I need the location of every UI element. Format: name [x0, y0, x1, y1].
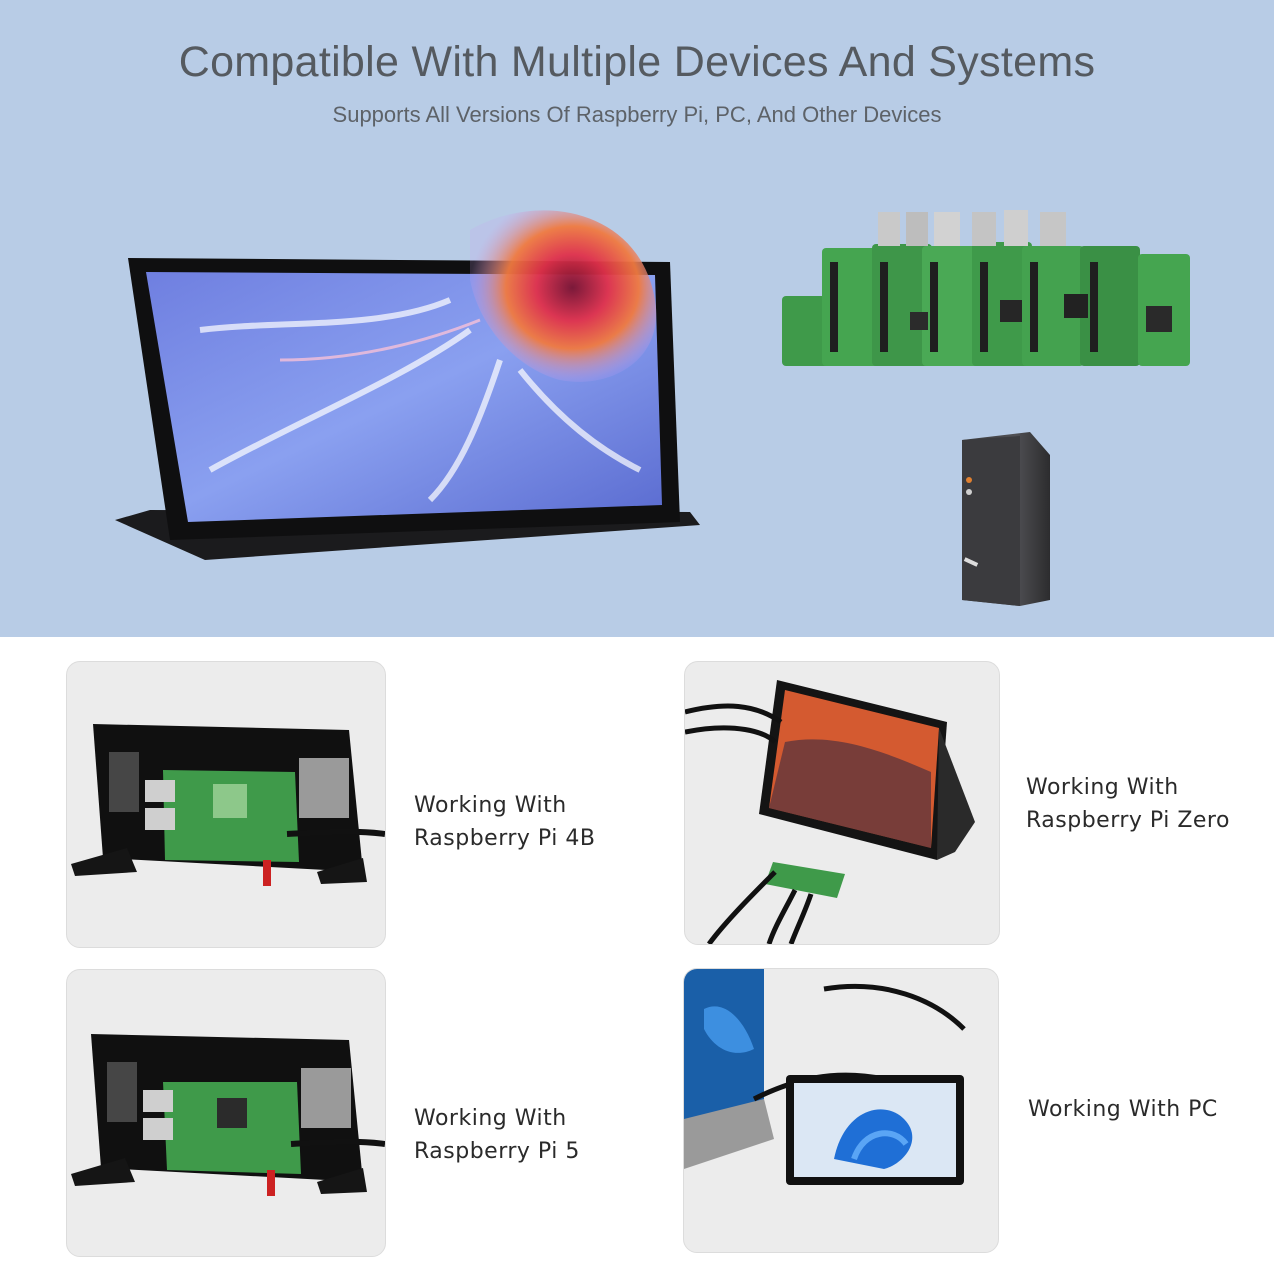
caption-pizero-line2: Raspberry Pi Zero — [1026, 808, 1230, 833]
caption-pizero-line1: Working With — [1026, 775, 1179, 800]
hero-banner: Compatible With Multiple Devices And Sys… — [0, 0, 1274, 637]
caption-pi4b-line2: Raspberry Pi 4B — [414, 826, 596, 851]
card-pizero-photo — [684, 661, 1000, 945]
caption-pc: Working With PC — [1028, 1093, 1218, 1126]
caption-pi5: Working With Raspberry Pi 5 — [414, 1102, 580, 1168]
caption-pi5-line2: Raspberry Pi 5 — [414, 1139, 580, 1164]
pizero-setup-image — [685, 680, 975, 944]
caption-pc-line1: Working With PC — [1028, 1097, 1218, 1122]
pi5-setup-image — [71, 1034, 385, 1196]
card-pi4b-photo — [66, 661, 386, 948]
caption-pi5-line1: Working With — [414, 1106, 567, 1131]
raspberry-pi-boards — [782, 210, 1190, 366]
page-title: Compatible With Multiple Devices And Sys… — [178, 38, 1096, 86]
caption-pi4b: Working With Raspberry Pi 4B — [414, 789, 595, 855]
pi4b-setup-image — [71, 724, 385, 886]
page-subtitle: Supports All Versions Of Raspberry Pi, P… — [332, 102, 942, 127]
touchscreen-monitor — [115, 210, 700, 560]
pc-setup-image — [684, 969, 966, 1185]
caption-pizero: Working With Raspberry Pi Zero — [1026, 771, 1230, 837]
caption-pi4b-line1: Working With — [414, 793, 567, 818]
card-pi5-photo — [66, 969, 386, 1257]
pc-tower — [962, 432, 1050, 606]
hero-illustration — [115, 210, 1190, 606]
card-pc-photo — [683, 968, 999, 1253]
